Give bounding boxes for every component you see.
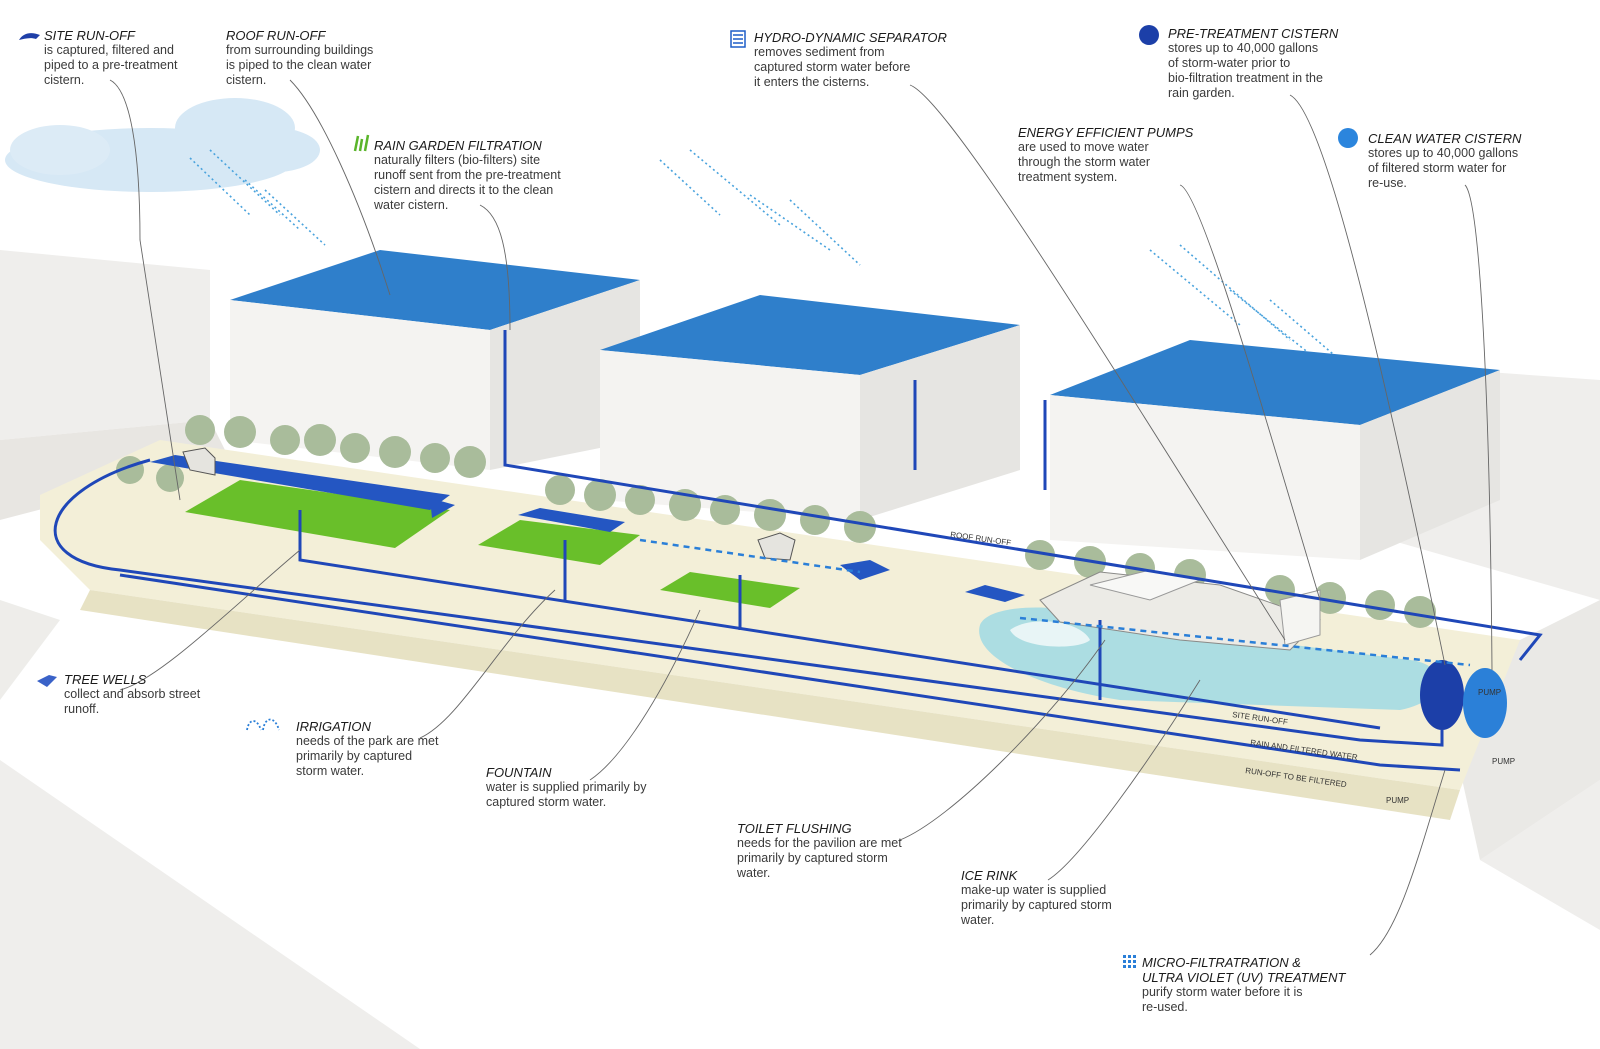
energy-pumps-body: are used to move water through the storm… — [1018, 140, 1151, 184]
toilet-flushing-body: needs for the pavilion are met primarily… — [737, 836, 902, 880]
irrigation-title: IRRIGATION — [296, 719, 371, 734]
cloud — [5, 98, 320, 192]
pre-treatment-cistern-icon — [1139, 25, 1159, 45]
site-runoff-icon — [19, 33, 40, 40]
annotation-hydro-separator: HYDRO-DYNAMIC SEPARATOR removes sediment… — [754, 30, 974, 90]
annotation-energy-pumps: ENERGY EFFICIENT PUMPS are used to move … — [1018, 125, 1218, 185]
pre-treatment-cistern-body: stores up to 40,000 gallons of storm-wat… — [1168, 41, 1323, 100]
pipe-label-pump-a: PUMP — [1478, 688, 1501, 697]
clean-water-cistern-body: stores up to 40,000 gallons of filtered … — [1368, 146, 1519, 190]
micro-filtration-icon — [1123, 955, 1136, 968]
irrigation-icon — [246, 718, 280, 731]
rain-garden-title: RAIN GARDEN FILTRATION — [374, 138, 542, 153]
annotation-ice-rink: ICE RINK make-up water is supplied prima… — [961, 868, 1161, 928]
rain-garden-channel — [150, 455, 1025, 602]
rain-garden-icon — [353, 134, 370, 152]
ice-rink-title: ICE RINK — [961, 868, 1018, 883]
annotation-rain-garden: RAIN GARDEN FILTRATION naturally filters… — [374, 138, 614, 213]
annotation-toilet-flushing: TOILET FLUSHING needs for the pavilion a… — [737, 821, 957, 881]
hydro-separator-title: HYDRO-DYNAMIC SEPARATOR — [754, 30, 947, 45]
site-runoff-title: SITE RUN-OFF — [44, 28, 135, 43]
ice-rink-body: make-up water is supplied primarily by c… — [961, 883, 1112, 927]
micro-filtration-body: purify storm water before it is re-used. — [1142, 985, 1303, 1014]
roof-runoff-title: ROOF RUN-OFF — [226, 28, 326, 43]
annotation-tree-wells: TREE WELLS collect and absorb street run… — [64, 672, 254, 717]
pavilion — [1039, 569, 1321, 651]
fountain-title: FOUNTAIN — [486, 765, 552, 780]
pipe-label-roof-runoff: ROOF RUN-OFF — [950, 530, 1012, 547]
hydro-separator-icon — [730, 30, 746, 48]
annotation-fountain: FOUNTAIN water is supplied primarily by … — [486, 765, 696, 810]
clean-water-cistern-title: CLEAN WATER CISTERN — [1368, 131, 1522, 146]
hydro-separator-body: removes sediment from captured storm wat… — [754, 45, 911, 89]
clean-water-cistern-icon — [1338, 128, 1358, 148]
annotation-irrigation: IRRIGATION needs of the park are met pri… — [296, 719, 486, 779]
fountain-body: water is supplied primarily by captured … — [486, 780, 647, 809]
separator-boxes — [182, 447, 796, 561]
trees — [116, 415, 1436, 628]
roof-runoff-body: from surrounding buildings is piped to t… — [226, 43, 374, 87]
pipe-dashed — [639, 538, 1471, 667]
energy-pumps-title: ENERGY EFFICIENT PUMPS — [1018, 125, 1194, 140]
building-2 — [600, 295, 1020, 520]
annotation-micro-filtration: MICRO-FILTRATRATION & ULTRA VIOLET (UV) … — [1142, 955, 1382, 1015]
tree-wells-icon — [37, 675, 57, 687]
lawns — [185, 480, 800, 608]
annotation-roof-runoff: ROOF RUN-OFF from surrounding buildings … — [226, 28, 416, 88]
site-runoff-body: is captured, filtered and piped to a pre… — [44, 43, 178, 87]
tree-wells-body: collect and absorb street runoff. — [64, 687, 201, 716]
cisterns — [1420, 660, 1507, 738]
annotation-pre-treatment-cistern: PRE-TREATMENT CISTERN stores up to 40,00… — [1168, 26, 1388, 101]
leader-lines — [109, 79, 1493, 956]
pre-treatment-cistern-title: PRE-TREATMENT CISTERN — [1168, 26, 1339, 41]
rain-garden-body: naturally filters (bio-filters) site run… — [374, 153, 561, 212]
annotation-clean-water-cistern: CLEAN WATER CISTERN stores up to 40,000 … — [1368, 131, 1588, 191]
building-3 — [1050, 340, 1500, 560]
tree-wells-title: TREE WELLS — [64, 672, 147, 687]
toilet-flushing-title: TOILET FLUSHING — [737, 821, 852, 836]
micro-filtration-title: MICRO-FILTRATRATION & ULTRA VIOLET (UV) … — [1142, 955, 1346, 985]
pipe-label-pump-b: PUMP — [1492, 757, 1515, 766]
annotation-site-runoff: SITE RUN-OFF is captured, filtered and p… — [44, 28, 224, 88]
irrigation-body: needs of the park are met primarily by c… — [296, 734, 439, 778]
pipes — [53, 330, 1543, 772]
pipe-label-pump-c: PUMP — [1386, 796, 1409, 805]
